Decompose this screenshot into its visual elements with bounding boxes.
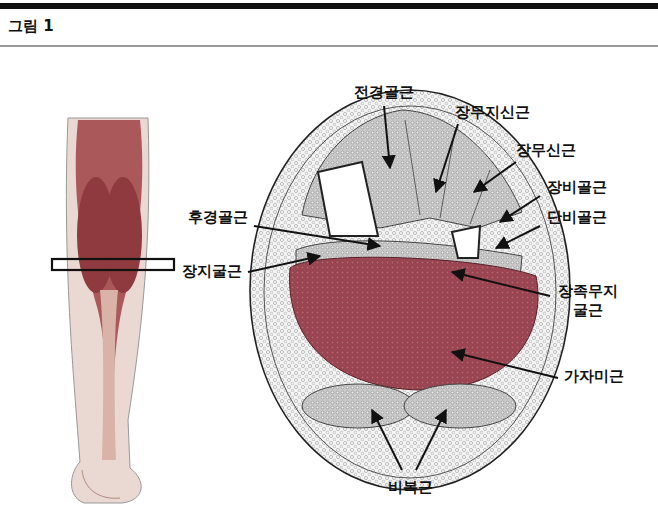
muscle-label: 단비골근 [547, 208, 607, 227]
header-bar [0, 3, 658, 9]
muscle-label: 비복근 [388, 478, 433, 497]
header-rule [0, 46, 658, 47]
muscle-label: 전경골근 [354, 83, 414, 102]
muscle-label: 장무지신근 [455, 103, 530, 122]
muscle-label: 장지굴근 [182, 262, 242, 281]
muscle-label: 후경골근 [188, 208, 248, 227]
leg-figure [52, 118, 174, 503]
muscle-label: 장족무지 굴근 [553, 282, 623, 320]
muscle-label: 장비골근 [547, 178, 607, 197]
muscle-label: 가자미근 [564, 367, 624, 386]
leader-lines [248, 106, 558, 470]
muscle-label: 장무신근 [516, 141, 576, 160]
figure-title: 그림 1 [8, 17, 54, 36]
